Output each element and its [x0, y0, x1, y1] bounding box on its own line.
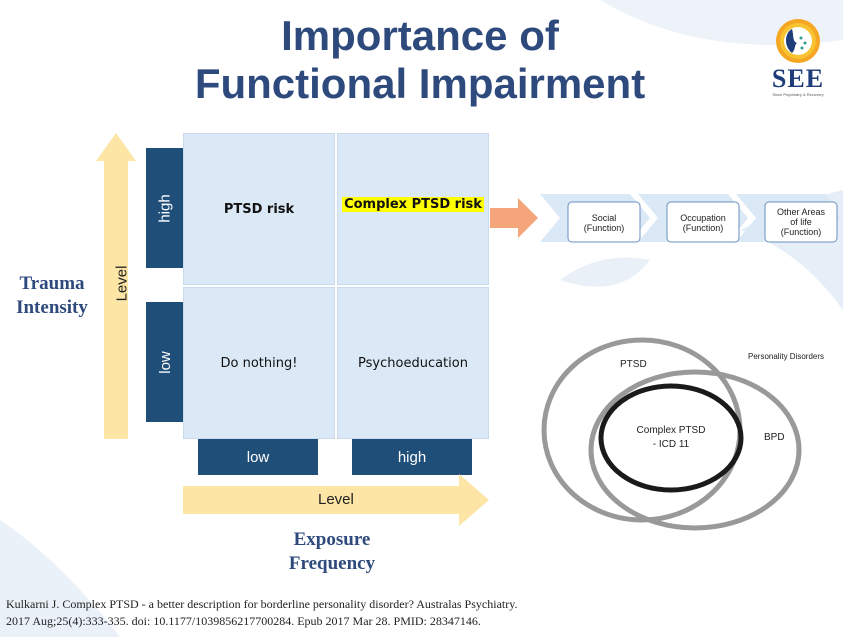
orange-arrow-icon [490, 198, 538, 238]
logo-text: SEE [771, 64, 825, 93]
y-axis-level-label: Level [113, 265, 131, 302]
function-other-areas: Other Areas of life (Function) [776, 207, 826, 237]
y-axis-high-label: high [146, 148, 184, 268]
title-line-1: Importance of [281, 12, 559, 59]
function-occupation: Occupation (Function) [680, 213, 726, 233]
citation: Kulkarni J. Complex PTSD - a better desc… [6, 597, 518, 628]
sunflower-head-logo-icon [776, 19, 820, 63]
cell-complex-ptsd-risk: Complex PTSD risk [337, 133, 489, 285]
see-logo: SEE Since Psychiatry & Recovery [760, 14, 836, 98]
title-line-2: Functional Impairment [194, 60, 646, 107]
venn-bpd-label: BPD [764, 432, 785, 443]
venn-complex-ptsd-label: Complex PTSD - ICD 11 [636, 425, 706, 450]
cell-psychoeducation: Psychoeducation [337, 287, 489, 439]
x-axis-title: Exposure Frequency [288, 529, 376, 574]
logo-tagline: Since Psychiatry & Recovery [772, 92, 824, 97]
venn-personality-label: Personality Disorders [748, 352, 825, 361]
y-axis-low-label: low [146, 302, 184, 422]
function-social: Social (Function) [583, 213, 625, 233]
cell-ptsd-risk: PTSD risk [183, 133, 335, 285]
page-title: Importance of Functional Impairment [150, 12, 690, 108]
cell-do-nothing: Do nothing! [183, 287, 335, 439]
venn-ptsd-label: PTSD [620, 359, 647, 370]
x-axis-level-label: Level [318, 491, 354, 508]
y-axis-title: Trauma Intensity [16, 273, 88, 318]
x-axis-low-label: low [198, 439, 318, 475]
x-axis-high-label: high [352, 439, 472, 475]
